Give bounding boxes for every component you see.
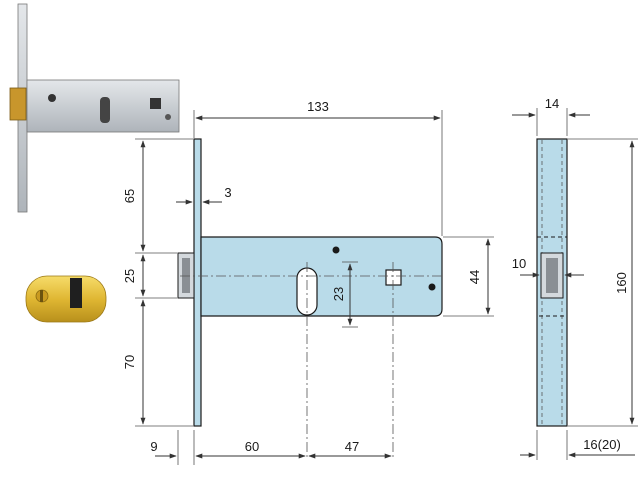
- front-view: [177, 138, 443, 427]
- dim-overall-depth: 133: [307, 99, 329, 114]
- spindle-hole: [385, 269, 402, 286]
- centerlines: [180, 262, 445, 460]
- dim-backset-offset: 9: [150, 439, 157, 454]
- dim-total-height: 160: [614, 272, 629, 294]
- dim-bolt-zone: 25: [122, 269, 137, 283]
- dim-body-height: 44: [467, 270, 482, 284]
- euro-cylinder-photo-icon: [25, 275, 107, 323]
- dim-side-width: 14: [545, 96, 559, 111]
- dim-spindle-distance: 47: [345, 439, 359, 454]
- dim-upper-height: 65: [122, 189, 137, 203]
- mortise-lock-photo-icon: [9, 3, 180, 213]
- fixing-hole: [428, 283, 436, 291]
- side-dimension-lines: [512, 112, 635, 458]
- extension-lines: [135, 110, 494, 465]
- dim-faceplate-width: 16(20): [583, 437, 621, 452]
- screw-hole: [332, 246, 340, 254]
- side-extension-lines: [536, 108, 638, 460]
- dim-latch-width: 10: [512, 256, 526, 271]
- dim-backset: 60: [245, 439, 259, 454]
- side-view: [536, 138, 568, 427]
- dim-lower-height: 70: [122, 355, 137, 369]
- dim-faceplate-thickness: 3: [224, 185, 231, 200]
- faceplate: [193, 138, 202, 427]
- dim-slot-height: 23: [331, 287, 346, 301]
- lock-body: [200, 236, 443, 317]
- dimension-lines: [140, 115, 491, 459]
